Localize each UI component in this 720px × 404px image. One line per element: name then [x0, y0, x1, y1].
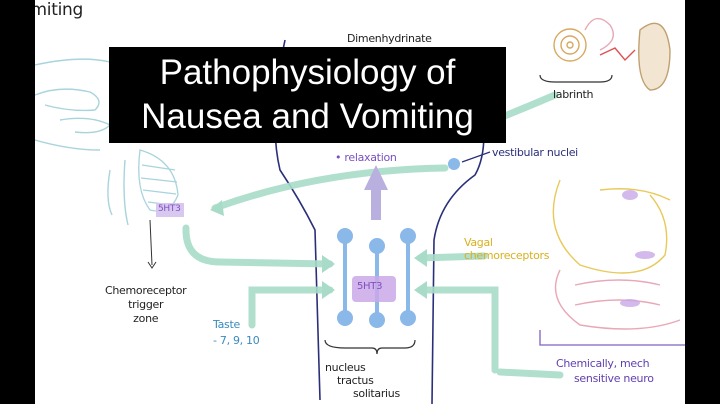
nts-label-line1: nucleus: [325, 361, 366, 374]
nts-brace: [324, 339, 416, 355]
title-line1: Pathophysiology of: [159, 53, 456, 92]
gut-brace: [539, 330, 685, 346]
inner-ear-sketch: [553, 17, 671, 91]
corner-heading: /Vomiting: [35, 0, 83, 20]
nts-label: nucleus tractus solitarius: [325, 361, 400, 400]
ctz-label-line3: zone: [133, 312, 159, 325]
gut-neurons-label: Chemically, mech sensitive neuro: [556, 356, 654, 386]
arrowheads: [210, 200, 427, 299]
drug-label: Dimenhydrinate: [347, 32, 432, 45]
relaxation-label: • relaxation: [335, 151, 397, 164]
relaxation-arrow: [364, 165, 388, 220]
gut-sketch: [552, 179, 681, 330]
ctz-receptor-box: [156, 203, 184, 217]
vagal-label-line2: chemoreceptors: [464, 249, 550, 262]
nts-label-line2: tractus: [337, 374, 374, 387]
nts-receptor-box: [352, 276, 396, 302]
ctz-receptor-label: 5HT3: [158, 204, 181, 214]
taste-label: Taste - 7, 9, 10: [213, 317, 260, 349]
cerebellum-sketch: [138, 149, 179, 212]
whiteboard-diagram: /Vomiting Dimenhydrinate labrinth • rela…: [35, 0, 685, 404]
nts-receptor-label: 5HT3: [357, 281, 383, 292]
gut-label-line1: Chemically, mech: [556, 357, 650, 370]
taste-nerves: - 7, 9, 10: [213, 334, 260, 347]
vestibular-nuclei-label: vestibular nuclei: [492, 146, 578, 159]
title-line2: Nausea and Vomiting: [141, 97, 474, 136]
ctz-pointer: [149, 219, 153, 266]
ctz-label-line1: Chemoreceptor: [105, 284, 187, 297]
taste-label-title: Taste: [213, 318, 240, 331]
ctz-label: Chemoreceptor trigger zone: [105, 284, 187, 326]
gut-label-line2: sensitive neuro: [574, 372, 654, 385]
vestibular-nucleus-dot: [448, 158, 460, 170]
nts-neurons: [337, 228, 416, 328]
labrinth-label: labrinth: [553, 88, 594, 101]
vagal-label-line1: Vagal: [464, 236, 493, 249]
nts-label-line3: solitarius: [353, 387, 400, 400]
video-title-overlay: Pathophysiology of Nausea and Vomiting: [109, 47, 506, 143]
ctz-label-line2: trigger: [128, 298, 164, 311]
vagal-label: Vagal chemoreceptors: [464, 236, 549, 262]
labrinth-brace: [539, 74, 613, 83]
